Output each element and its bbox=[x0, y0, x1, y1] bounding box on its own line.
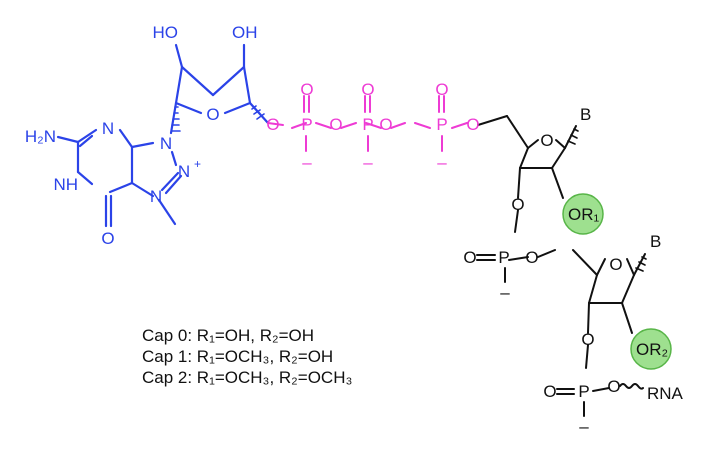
phosphoryl-oxygen-1: O bbox=[300, 80, 313, 99]
amino-group-label: H₂N bbox=[25, 127, 56, 146]
phosphate-minus-1: – bbox=[302, 153, 312, 172]
phosphoryl-oxygen-2: O bbox=[361, 80, 374, 99]
rna-chain-label: RNA bbox=[647, 384, 684, 403]
guanosine-group bbox=[56, 43, 270, 228]
legend-cap-1: Cap 1: R₁=OCH₃, R₂=OH bbox=[142, 347, 333, 366]
purine-n3-label: N bbox=[102, 119, 114, 138]
third-phosphate-minus: – bbox=[579, 417, 589, 436]
second-nucleotide-ring-oxygen: O bbox=[609, 255, 622, 274]
positive-charge-label: + bbox=[194, 157, 201, 171]
phosphorus-alpha-label: P bbox=[301, 115, 312, 134]
purine-n-label: N bbox=[150, 187, 162, 206]
rna-backbone bbox=[476, 115, 646, 417]
second-bridge-oxygen: O bbox=[525, 248, 538, 267]
ribose-2-hydroxyl-label: HO bbox=[153, 23, 179, 42]
third-bridge-oxygen: O bbox=[607, 377, 620, 396]
first-nucleotide-base-label: B bbox=[580, 105, 591, 124]
legend-cap-0: Cap 0: R₁=OH, R₂=OH bbox=[142, 326, 314, 345]
phosphorus-beta-label: P bbox=[362, 115, 373, 134]
phosphoryl-oxygen-3: O bbox=[435, 80, 448, 99]
r1-group-label: OR₁ bbox=[568, 205, 600, 224]
phosphate-minus-2: – bbox=[363, 153, 373, 172]
second-phosphorus-label: P bbox=[498, 248, 509, 267]
triphosphate-group bbox=[267, 95, 468, 152]
r2-highlight-circle bbox=[630, 328, 672, 370]
phosphate-bridge-oxygen-3: O bbox=[379, 115, 392, 134]
ribose-3-hydroxyl-label: OH bbox=[232, 23, 258, 42]
r1-highlight-circle bbox=[562, 193, 604, 235]
second-nucleotide-3-oxygen: O bbox=[581, 330, 594, 349]
second-phosphate-minus: – bbox=[500, 283, 510, 302]
carbonyl-oxygen-label: O bbox=[101, 229, 114, 248]
phosphorus-gamma-label: P bbox=[436, 115, 447, 134]
third-phosphorus-label: P bbox=[578, 382, 589, 401]
second-phosphoryl-oxygen: O bbox=[463, 248, 476, 267]
first-nucleotide-ring-oxygen: O bbox=[540, 131, 553, 150]
purine-n9-label: N bbox=[160, 134, 172, 153]
r2-group-label: OR₂ bbox=[636, 340, 668, 359]
phosphate-minus-3: – bbox=[437, 153, 447, 172]
second-nucleotide-base-label: B bbox=[650, 232, 661, 251]
third-phosphoryl-oxygen: O bbox=[543, 382, 556, 401]
phosphate-bridge-oxygen-2: O bbox=[329, 115, 342, 134]
ribose-ring-oxygen-label: O bbox=[206, 105, 219, 124]
legend-cap-2: Cap 2: R₁=OCH₃, R₂=OCH₃ bbox=[142, 368, 352, 387]
purine-n1h-label: NH bbox=[53, 175, 78, 194]
first-nucleotide-3-oxygen: O bbox=[511, 195, 524, 214]
hatched-bonds bbox=[171, 105, 647, 390]
phosphate-bridge-oxygen-1: O bbox=[266, 115, 279, 134]
purine-n7-label: N bbox=[178, 162, 190, 181]
phosphate-ester-oxygen: O bbox=[466, 115, 479, 134]
